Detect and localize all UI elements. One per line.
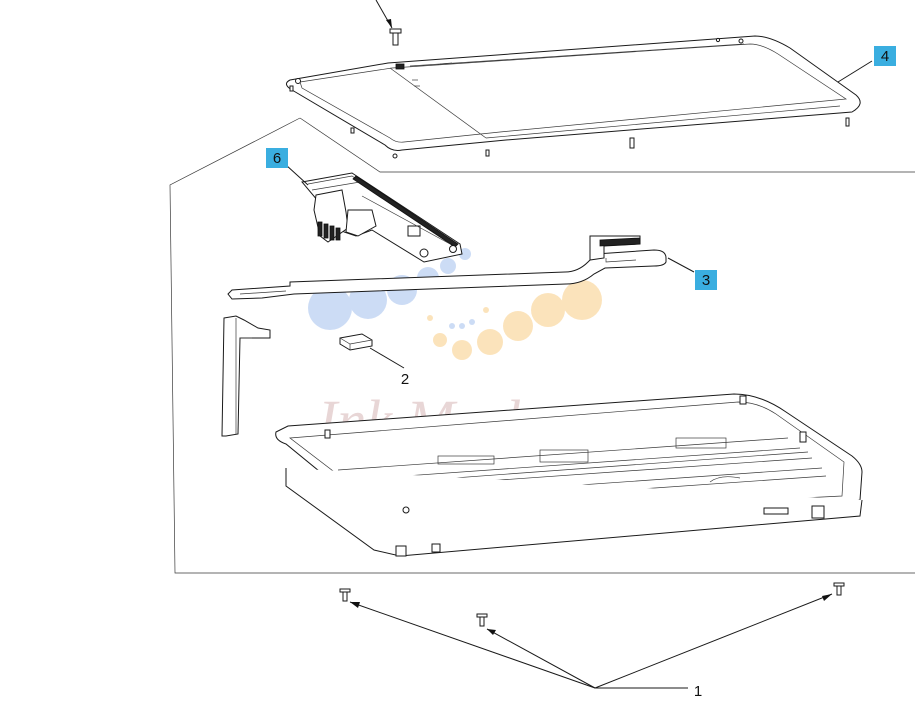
callout-4: 4 (874, 46, 896, 66)
bottom-screws (339, 582, 845, 627)
scanner-base-tray (275, 393, 863, 557)
leader-line-3 (667, 257, 695, 273)
callout-2: 2 (401, 371, 409, 388)
callout-3: 3 (695, 270, 717, 290)
svg-text:4: 4 (881, 48, 889, 65)
callout-6: 6 (266, 148, 288, 168)
svg-text:6: 6 (273, 150, 281, 167)
leader-lines-1 (349, 593, 833, 689)
leader-line-6 (285, 164, 309, 186)
scanner-top-cover (286, 35, 861, 159)
leader-line-4 (837, 60, 873, 83)
exploded-view-frame (169, 117, 915, 574)
callout-1: 1 (694, 683, 702, 700)
foam-pad (339, 333, 373, 351)
scanner-carriage-module (301, 172, 463, 263)
leader-line-2 (369, 347, 405, 369)
flat-flex-cable (221, 235, 667, 437)
top-screw (375, 0, 402, 46)
svg-text:3: 3 (702, 272, 710, 289)
